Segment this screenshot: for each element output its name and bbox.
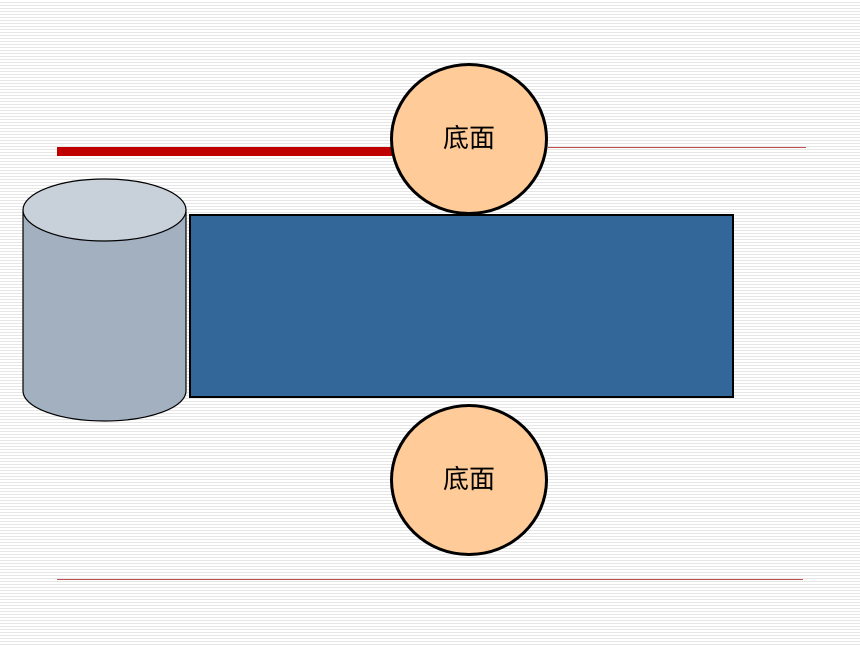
top-base-circle: 底面 [390,63,548,215]
title-accent-bar [57,147,397,156]
title-accent-line [548,147,806,148]
footer-accent-line [57,579,803,580]
bottom-base-circle: 底面 [390,404,548,556]
lateral-surface-rectangle [189,214,734,398]
cylinder-body [22,210,187,422]
bottom-base-label: 底面 [442,465,495,495]
cylinder-top-face [22,178,187,242]
top-base-label: 底面 [442,124,495,154]
cylinder-illustration [22,178,187,422]
